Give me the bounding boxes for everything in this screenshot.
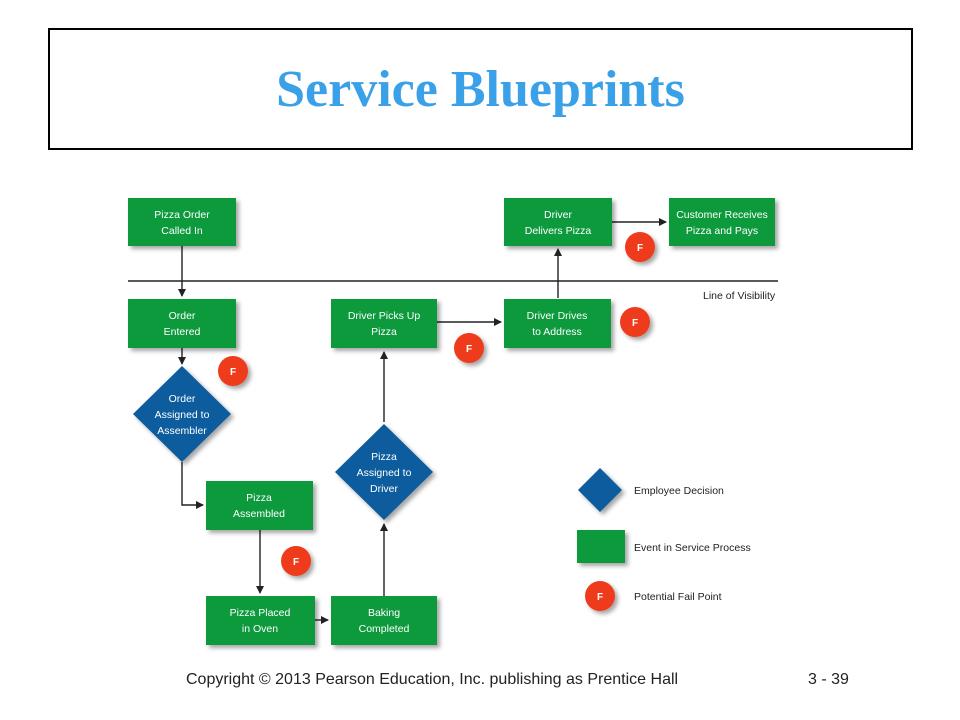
legend: Employee Decision Event in Service Proce… — [577, 468, 751, 611]
legend-employee-decision: Employee Decision — [578, 468, 724, 512]
event-node-pizza-assembled: Pizza Assembled — [206, 481, 313, 530]
legend-potential-fail-point: F Potential Fail Point — [585, 581, 722, 611]
legend-fail-point-letter: F — [597, 592, 603, 603]
fail-point-drives: F — [620, 307, 650, 337]
node-label-line-3: Assembler — [157, 425, 207, 437]
line-of-visibility-label: Line of Visibility — [703, 290, 776, 302]
fail-point-delivers: F — [625, 232, 655, 262]
event-node-driver-delivers-pizza: Driver Delivers Pizza — [504, 198, 612, 246]
footer-copyright: Copyright © 2013 Pearson Education, Inc.… — [186, 671, 679, 688]
event-node-pizza-order: Pizza Order Called In — [128, 198, 236, 246]
legend-rectangle-icon — [577, 530, 625, 563]
fail-point-label: F — [632, 318, 638, 329]
node-label-line-1: Pizza Order — [154, 209, 210, 221]
event-node-order-entered: Order Entered — [128, 299, 236, 348]
node-label-line-1: Pizza — [246, 492, 272, 504]
fail-point-label: F — [230, 367, 236, 378]
fail-point-assembled: F — [281, 546, 311, 576]
event-node-driver-picks-up-pizza: Driver Picks Up Pizza — [331, 299, 437, 348]
node-label-line-2: Completed — [359, 623, 410, 635]
node-label-line-1: Driver Picks Up — [348, 310, 421, 322]
node-label-line-2: Entered — [164, 326, 201, 338]
node-label-line-2: in Oven — [242, 623, 278, 635]
legend-event-label: Event in Service Process — [634, 542, 751, 554]
fail-point-label: F — [637, 243, 643, 254]
event-node-customer-receives-pizza: Customer Receives Pizza and Pays — [669, 198, 775, 246]
event-node-baking-completed: Baking Completed — [331, 596, 437, 645]
legend-employee-decision-label: Employee Decision — [634, 485, 724, 497]
node-label-line-2: Pizza and Pays — [686, 225, 758, 237]
fail-point-label: F — [293, 557, 299, 568]
connector-assigned-to-assembled — [181, 462, 204, 509]
node-label-line-1: Order — [169, 393, 196, 405]
legend-fail-point-label: Potential Fail Point — [634, 591, 722, 603]
event-node-driver-drives-to-address: Driver Drives to Address — [504, 299, 611, 348]
event-node-pizza-placed-in-oven: Pizza Placed in Oven — [206, 596, 315, 645]
node-label-line-2: Assembled — [233, 508, 285, 520]
node-label-line-1: Order — [169, 310, 196, 322]
node-label-line-2: Called In — [161, 225, 203, 237]
decision-node-order-assigned: Order Assigned to Assembler — [133, 366, 231, 462]
node-label-line-2: to Address — [532, 326, 582, 338]
node-label-line-2: Assigned to — [357, 467, 412, 479]
page-number: 3 - 39 — [808, 671, 849, 688]
node-label-line-3: Driver — [370, 483, 399, 495]
fail-point-pickup: F — [454, 333, 484, 363]
node-label-line-1: Pizza — [371, 451, 397, 463]
node-label-line-1: Customer Receives — [676, 209, 768, 221]
decision-node-pizza-assigned-to-driver: Pizza Assigned to Driver — [335, 424, 433, 520]
connectors — [178, 218, 667, 624]
node-label-line-1: Driver Drives — [527, 310, 588, 322]
node-label-line-2: Delivers Pizza — [525, 225, 592, 237]
page-title: Service Blueprints — [276, 60, 685, 118]
node-label-line-1: Baking — [368, 607, 400, 619]
fail-point-order-assigned: F — [218, 356, 248, 386]
fail-point-label: F — [466, 344, 472, 355]
legend-diamond-icon — [578, 468, 622, 512]
node-label-line-2: Pizza — [371, 326, 397, 338]
legend-fail-point-icon — [585, 581, 615, 611]
node-label-line-1: Driver — [544, 209, 573, 221]
node-label-line-1: Pizza Placed — [230, 607, 291, 619]
title-box: Service Blueprints — [48, 28, 913, 150]
legend-event-in-service-process: Event in Service Process — [577, 530, 751, 563]
node-label-line-2: Assigned to — [155, 409, 210, 421]
